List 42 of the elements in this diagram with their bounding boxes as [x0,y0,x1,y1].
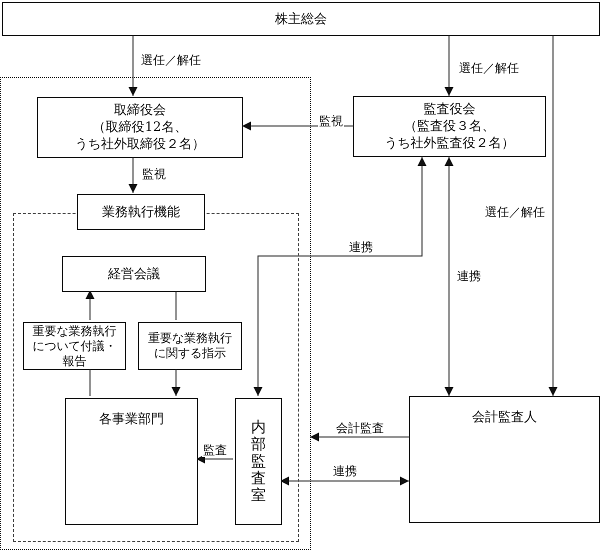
function-box [77,194,205,230]
node-title: 内部監査室 [250,419,266,504]
edge-label: 監査 [202,443,228,457]
edge-label: 監視 [318,114,344,128]
node-title: 重要な業務執行について付議・報告 [32,324,118,368]
arrow [128,36,138,96]
edge-label: 連携 [332,464,358,478]
instruction-box [138,322,242,370]
node-title: 各事業部門 [99,411,164,428]
node-note: （取締役12名、うち社外取締役２名） [74,119,206,153]
node-title: 株主総会 [275,10,327,28]
report-box [23,322,126,370]
edge-label: 連携 [348,240,374,254]
node-title: 業務執行機能 [102,204,180,220]
arrow [128,156,138,194]
arrow [444,36,454,96]
edge-label: 会計監査 [335,421,385,435]
arrow [86,290,94,320]
council-box [62,256,206,292]
node-title: 経営会議 [108,266,160,282]
arrow [444,156,454,396]
dotted-frame [0,77,311,550]
node-title: 重要な業務執行に関する指示 [147,331,233,361]
arrow [172,368,180,396]
edge-label: 連携 [456,269,482,283]
meeting-box [2,2,600,36]
node-title: 取締役会 [113,102,167,119]
node-title: 監査役会 [422,101,476,118]
edge-label: 選任／解任 [140,53,202,67]
audit-board-box [353,96,546,157]
arrow [310,432,410,442]
edge-label: 選任／解任 [458,61,520,75]
node-title: 会計監査人 [472,409,537,426]
internal-audit-box [235,398,282,525]
division-box [65,398,198,525]
arrow [254,156,426,396]
edge-label: 選任／解任 [484,205,546,219]
node-note: （監査役３名、うち社外監査役２名） [384,118,516,152]
auditor-box [409,396,600,523]
edge-label: 監視 [141,167,167,181]
board-box [37,97,243,158]
arrow [548,36,558,396]
